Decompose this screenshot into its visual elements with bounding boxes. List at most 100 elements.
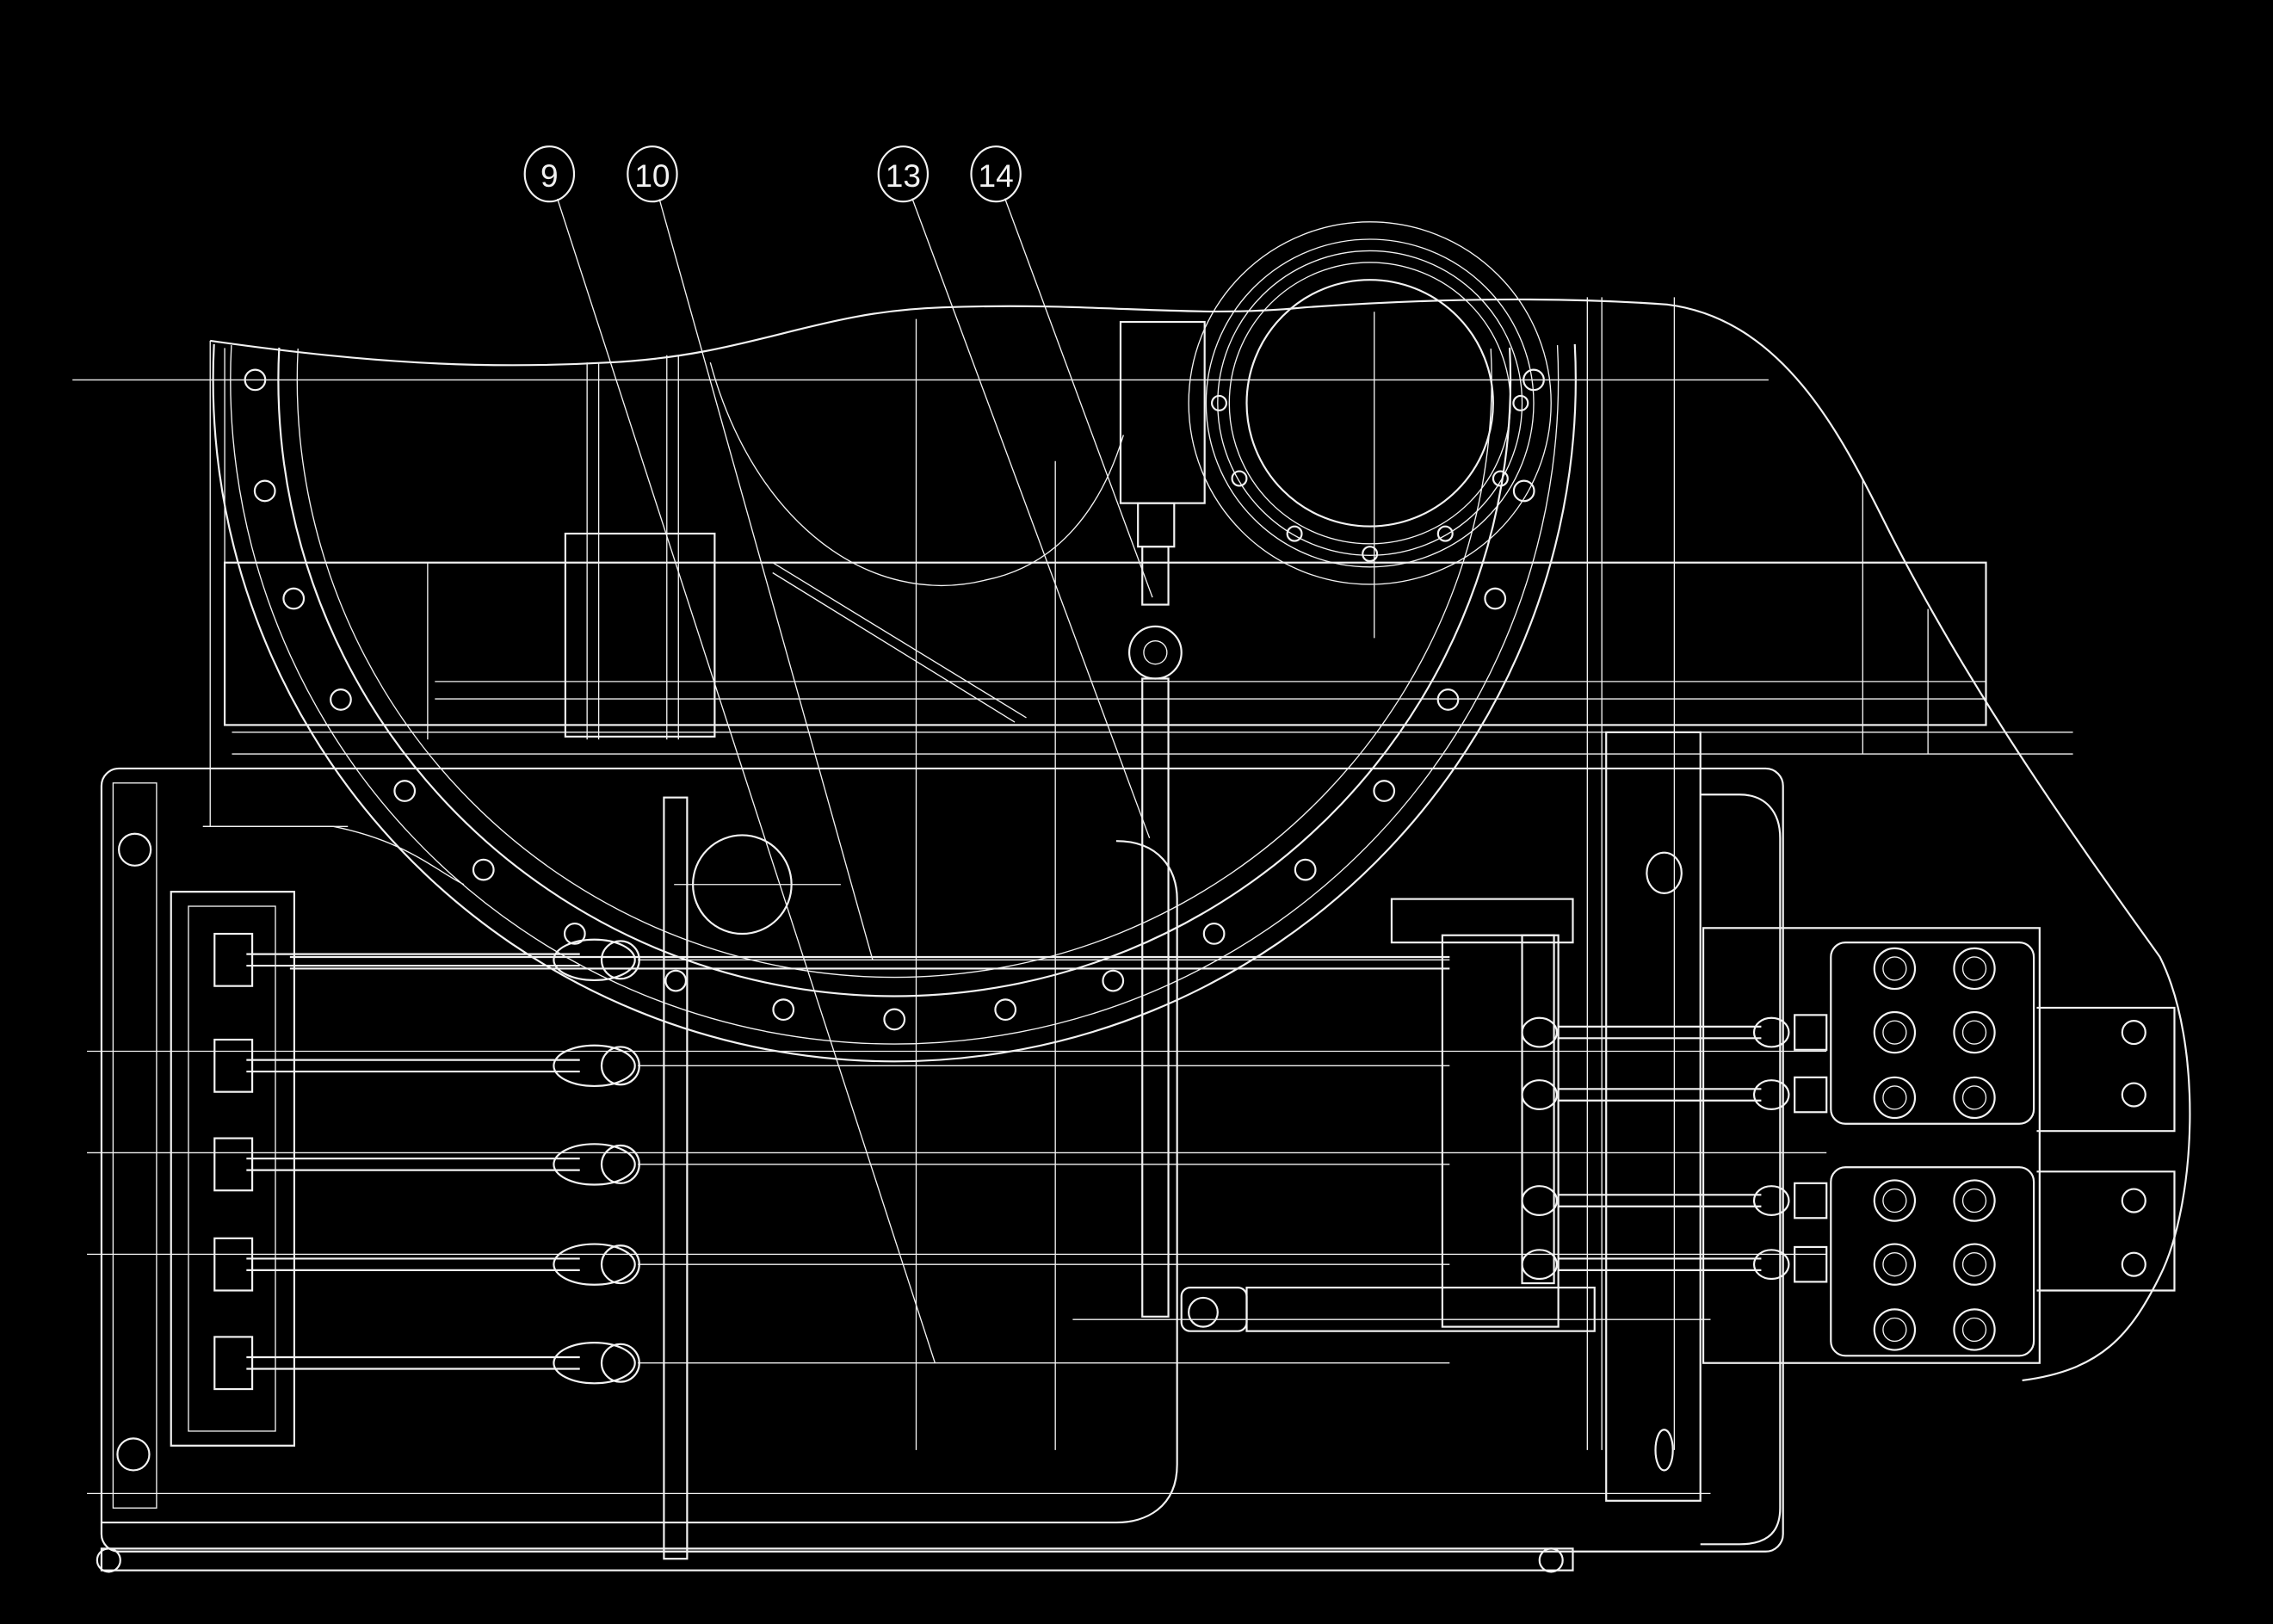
valve-nut — [1794, 1076, 1828, 1114]
callout-label-13: 13 — [886, 157, 921, 194]
callout-circle — [523, 145, 576, 203]
ring-arc — [296, 349, 1492, 979]
bolt-hole — [1512, 479, 1535, 503]
bolt-hole — [1484, 587, 1507, 610]
valve-port — [2121, 1251, 2146, 1277]
bolt-hole — [664, 969, 688, 992]
rod-clevis — [1521, 1185, 1559, 1216]
bearing-flange — [1188, 221, 1552, 585]
drawing-linework — [72, 297, 2191, 1573]
rod-clevis — [1752, 1079, 1790, 1110]
flange-bolt — [1512, 394, 1529, 411]
flange-bolt — [1362, 546, 1379, 563]
flange-ring — [1188, 221, 1552, 585]
flange-ring — [1205, 238, 1535, 568]
valve-nut — [1794, 1014, 1828, 1051]
housing-top-contour — [210, 298, 2191, 1382]
left-guide-bar — [663, 796, 689, 1560]
rod-end — [553, 938, 636, 982]
slewing-ring — [212, 343, 1577, 1063]
valve-port-inner — [1961, 1188, 1987, 1213]
flange-ring — [1217, 250, 1523, 556]
rod-clevis — [1752, 1249, 1790, 1281]
valve-port — [1953, 1179, 1996, 1222]
valve-port-inner — [1961, 1252, 1987, 1277]
actuator-housing — [1119, 320, 1206, 504]
valve-port — [2121, 1082, 2146, 1108]
bolt-hole — [244, 368, 267, 392]
rod-end — [553, 1342, 636, 1385]
valve-port-inner — [1882, 1020, 1907, 1045]
flange-bolt — [1231, 470, 1248, 487]
rod-coupling — [213, 932, 254, 987]
valve-port — [1953, 947, 1996, 991]
callout-circle — [877, 145, 930, 203]
valve-port-inner — [1882, 1317, 1907, 1343]
flange-bolt — [1210, 394, 1228, 411]
bolt-hole — [282, 587, 306, 610]
valve-port-inner — [1882, 1085, 1907, 1110]
rod-eye — [600, 1244, 640, 1285]
valve-port — [1953, 1010, 1996, 1054]
valve-port-inner — [1882, 956, 1907, 981]
bolt-hole — [772, 998, 795, 1022]
valve-port-inner — [1882, 1252, 1907, 1277]
lever-bracket — [1441, 934, 1560, 1328]
ring-arc — [230, 345, 1560, 1045]
callout-label-10: 10 — [634, 157, 670, 194]
callout-circle — [970, 145, 1022, 203]
bolt-hole — [1202, 922, 1226, 945]
rod-coupling — [213, 1336, 254, 1391]
callout-label-14: 14 — [979, 157, 1014, 194]
bolt-hole — [1373, 780, 1396, 802]
callout-label-9: 9 — [540, 157, 559, 194]
bolt-hole — [393, 780, 417, 802]
bolt-hole — [472, 858, 495, 881]
rod-coupling — [213, 1137, 254, 1192]
valve-nut — [1794, 1182, 1828, 1220]
rod-end — [553, 1143, 636, 1186]
valve-port — [2121, 1188, 2146, 1213]
control-valve-upper — [1830, 942, 2035, 1125]
valve-port-inner — [1961, 1085, 1987, 1110]
housing-body — [223, 561, 1987, 726]
rod-clevis — [1752, 1016, 1790, 1048]
valve-port — [2121, 1020, 2146, 1046]
bolt-hole — [330, 689, 352, 711]
bolt-hole — [994, 998, 1017, 1022]
valve-port-inner — [1961, 956, 1987, 981]
rod-clevis — [1521, 1016, 1559, 1048]
control-valve-lower — [1830, 1166, 2035, 1357]
rod-eye — [600, 1343, 640, 1383]
flange-bolt — [1436, 525, 1454, 542]
valve-port-inner — [1961, 1020, 1987, 1045]
bolt-hole — [563, 922, 586, 945]
rod-clevis — [1521, 1249, 1559, 1281]
leader-line — [557, 198, 936, 1363]
base-frame — [100, 767, 1784, 1553]
bolt-hole — [1102, 969, 1125, 992]
valve-block-frame — [1702, 927, 2041, 1364]
valve-port — [1953, 1243, 1996, 1286]
valve-port-inner — [1961, 1317, 1987, 1343]
rod-clevis — [1521, 1079, 1559, 1110]
control-rods — [213, 932, 2146, 1391]
bolt-hole — [1294, 858, 1317, 881]
ring-arc — [212, 343, 1577, 1063]
flange-bolt — [1286, 525, 1303, 542]
leader-line — [911, 198, 1151, 839]
leader-line — [1004, 198, 1153, 598]
rod-eye — [600, 1144, 640, 1184]
rod-end — [553, 1044, 636, 1088]
bracket-block — [564, 532, 716, 738]
flange-ring — [1245, 279, 1494, 528]
bolt-hole — [253, 479, 276, 503]
valve-port — [1953, 1308, 1996, 1351]
rod-eye — [600, 940, 640, 980]
flange-bolt — [1492, 470, 1509, 487]
bolt-hole — [883, 1008, 906, 1031]
clevis-joint — [1127, 625, 1183, 680]
valve-port — [1953, 1076, 1996, 1120]
rod-end — [553, 1243, 636, 1286]
